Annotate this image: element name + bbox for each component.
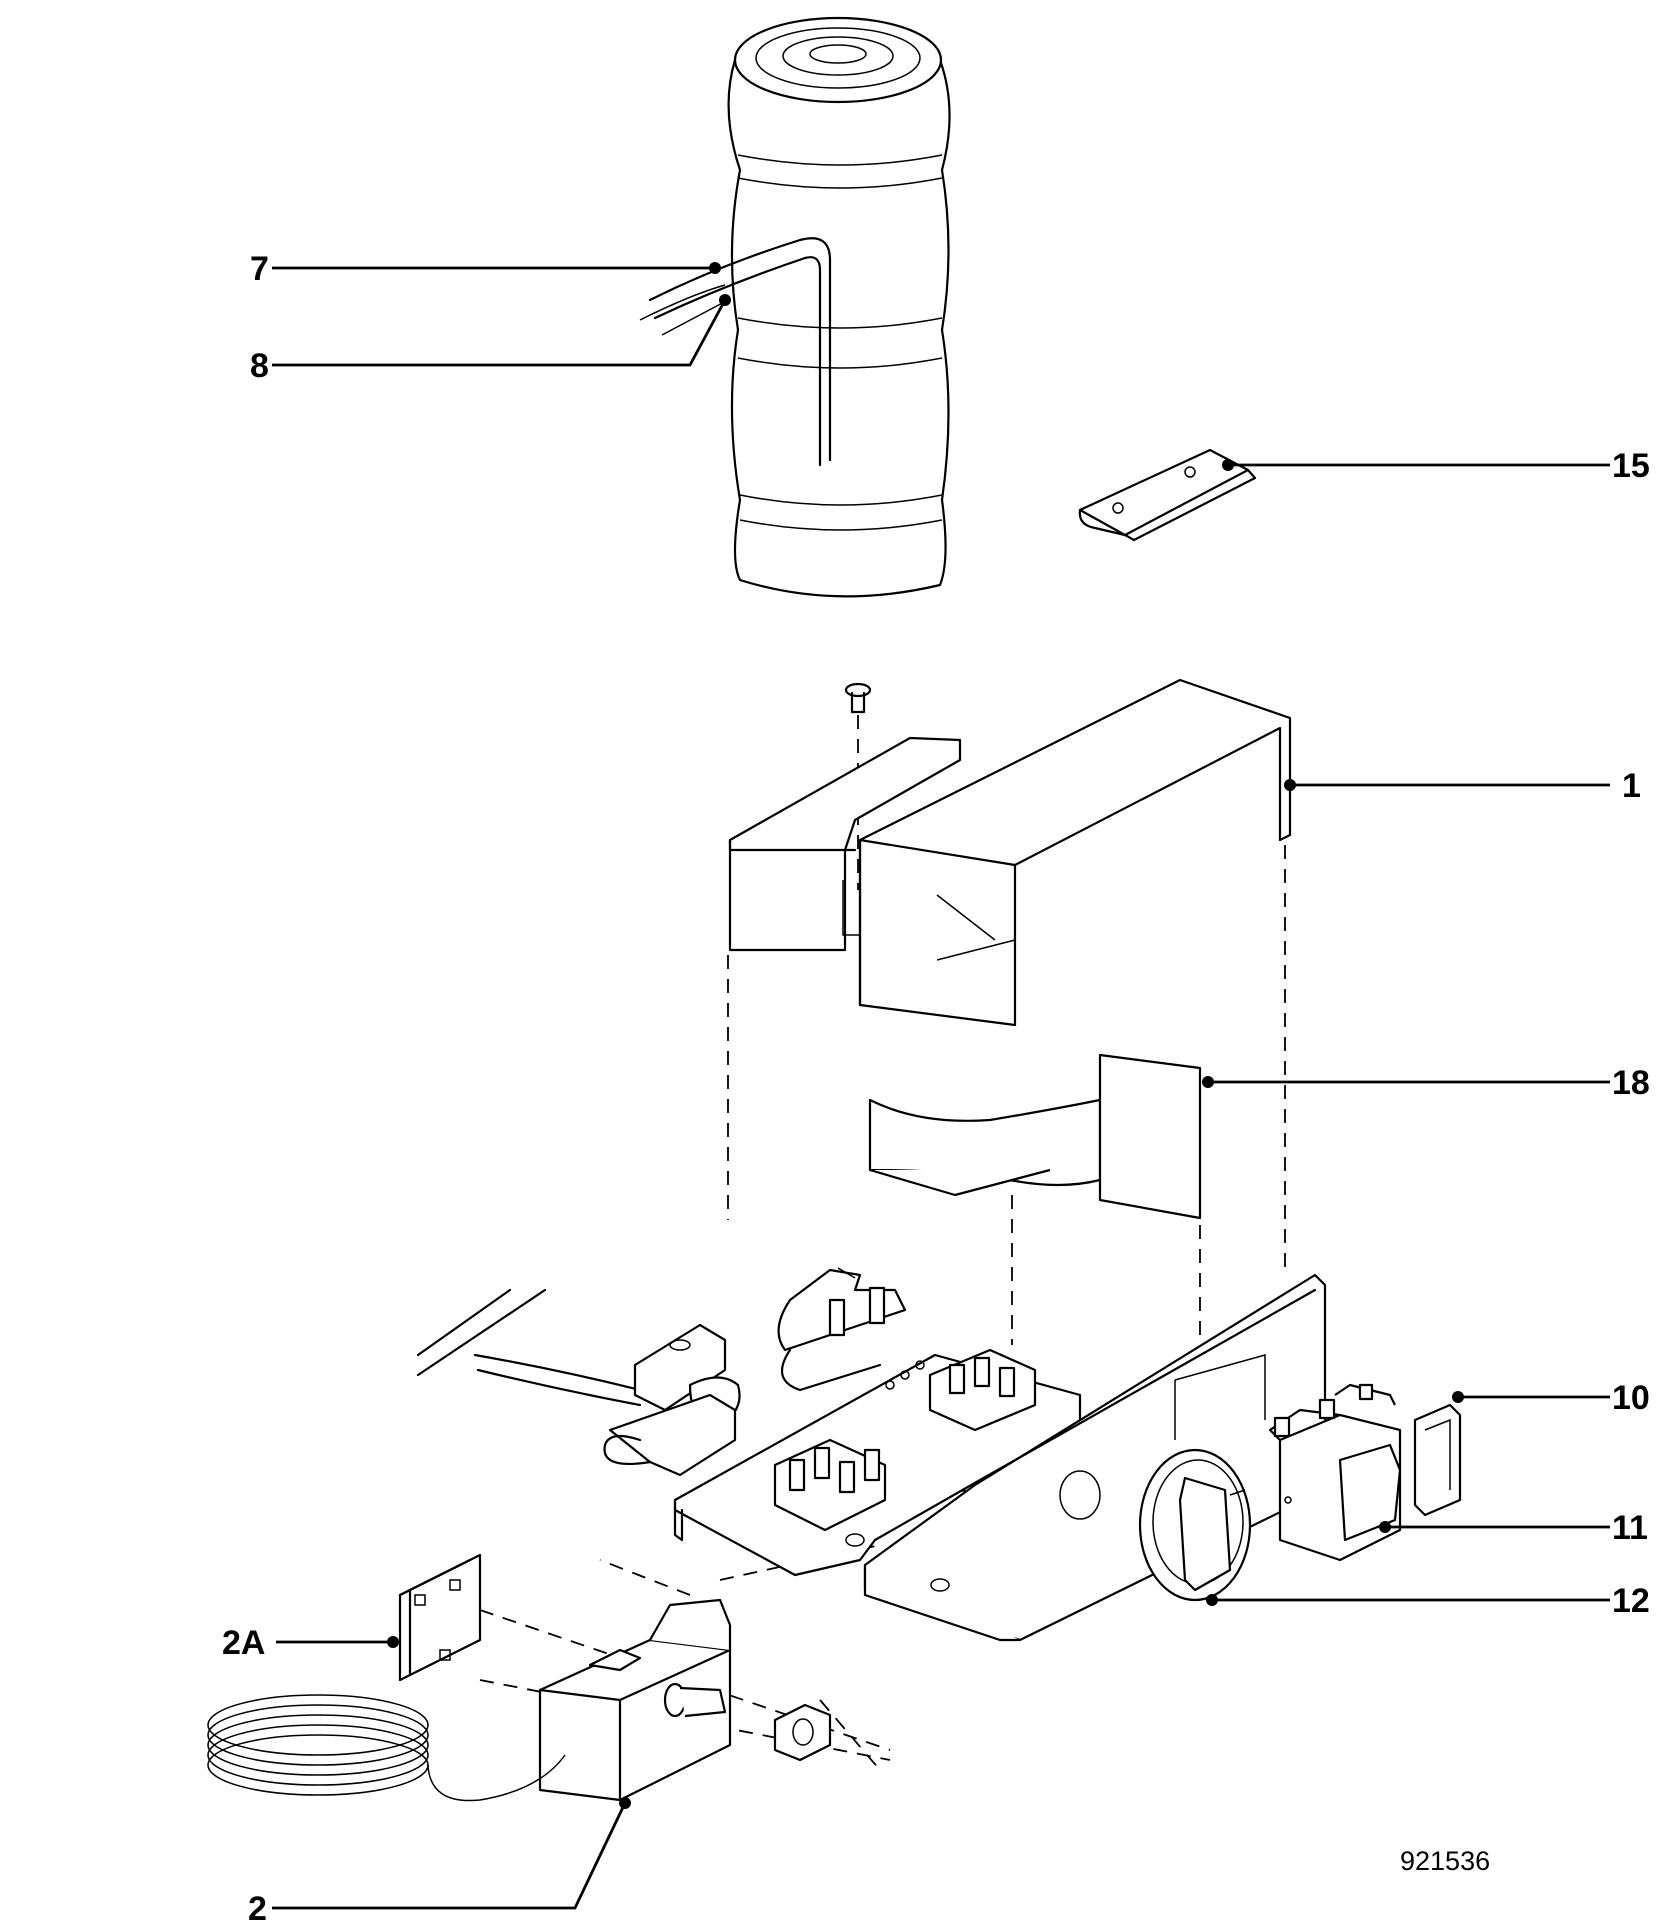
clip-part bbox=[777, 1267, 907, 1392]
cylinder-heater-part bbox=[639, 16, 951, 598]
callout-label-8: 8 bbox=[250, 347, 269, 385]
callout-label-2a: 2A bbox=[222, 1624, 265, 1662]
bracket-part-15 bbox=[1078, 448, 1257, 542]
callout-label-2: 2 bbox=[248, 1890, 267, 1925]
cable-clamp-part bbox=[416, 1288, 741, 1477]
callout-7: 7 bbox=[250, 250, 721, 288]
callout-label-18: 18 bbox=[1612, 1064, 1650, 1102]
cover-part-1 bbox=[728, 678, 1292, 1027]
callout-label-15: 15 bbox=[1612, 447, 1650, 485]
callout-label-7: 7 bbox=[250, 250, 269, 288]
callout-15: 15 bbox=[1222, 447, 1650, 485]
callout-8: 8 bbox=[250, 294, 731, 385]
callout-label-12: 12 bbox=[1612, 1582, 1650, 1620]
callout-2: 2 bbox=[248, 1797, 631, 1928]
callout-1: 1 bbox=[1284, 767, 1641, 805]
callout-label-1: 1 bbox=[1622, 767, 1641, 805]
knob-part-12 bbox=[1138, 1448, 1252, 1602]
callout-18: 18 bbox=[1202, 1064, 1650, 1102]
callout-12: 12 bbox=[1206, 1582, 1650, 1620]
chassis-base-part bbox=[673, 1273, 1327, 1642]
callout-label-11: 11 bbox=[1612, 1509, 1648, 1547]
callout-11: 11 bbox=[1379, 1509, 1648, 1547]
thermostat-part-2 bbox=[207, 1598, 832, 1802]
insulator-part-18 bbox=[868, 1053, 1202, 1220]
callout-2a: 2A bbox=[222, 1624, 399, 1662]
callout-10: 10 bbox=[1452, 1379, 1650, 1417]
screw-part bbox=[844, 682, 872, 890]
figure-number: 921536 bbox=[1400, 1846, 1490, 1876]
rocker-switch-parts bbox=[1268, 1383, 1462, 1562]
frame-part-2a bbox=[398, 1553, 482, 1682]
callout-label-10: 10 bbox=[1612, 1379, 1650, 1417]
